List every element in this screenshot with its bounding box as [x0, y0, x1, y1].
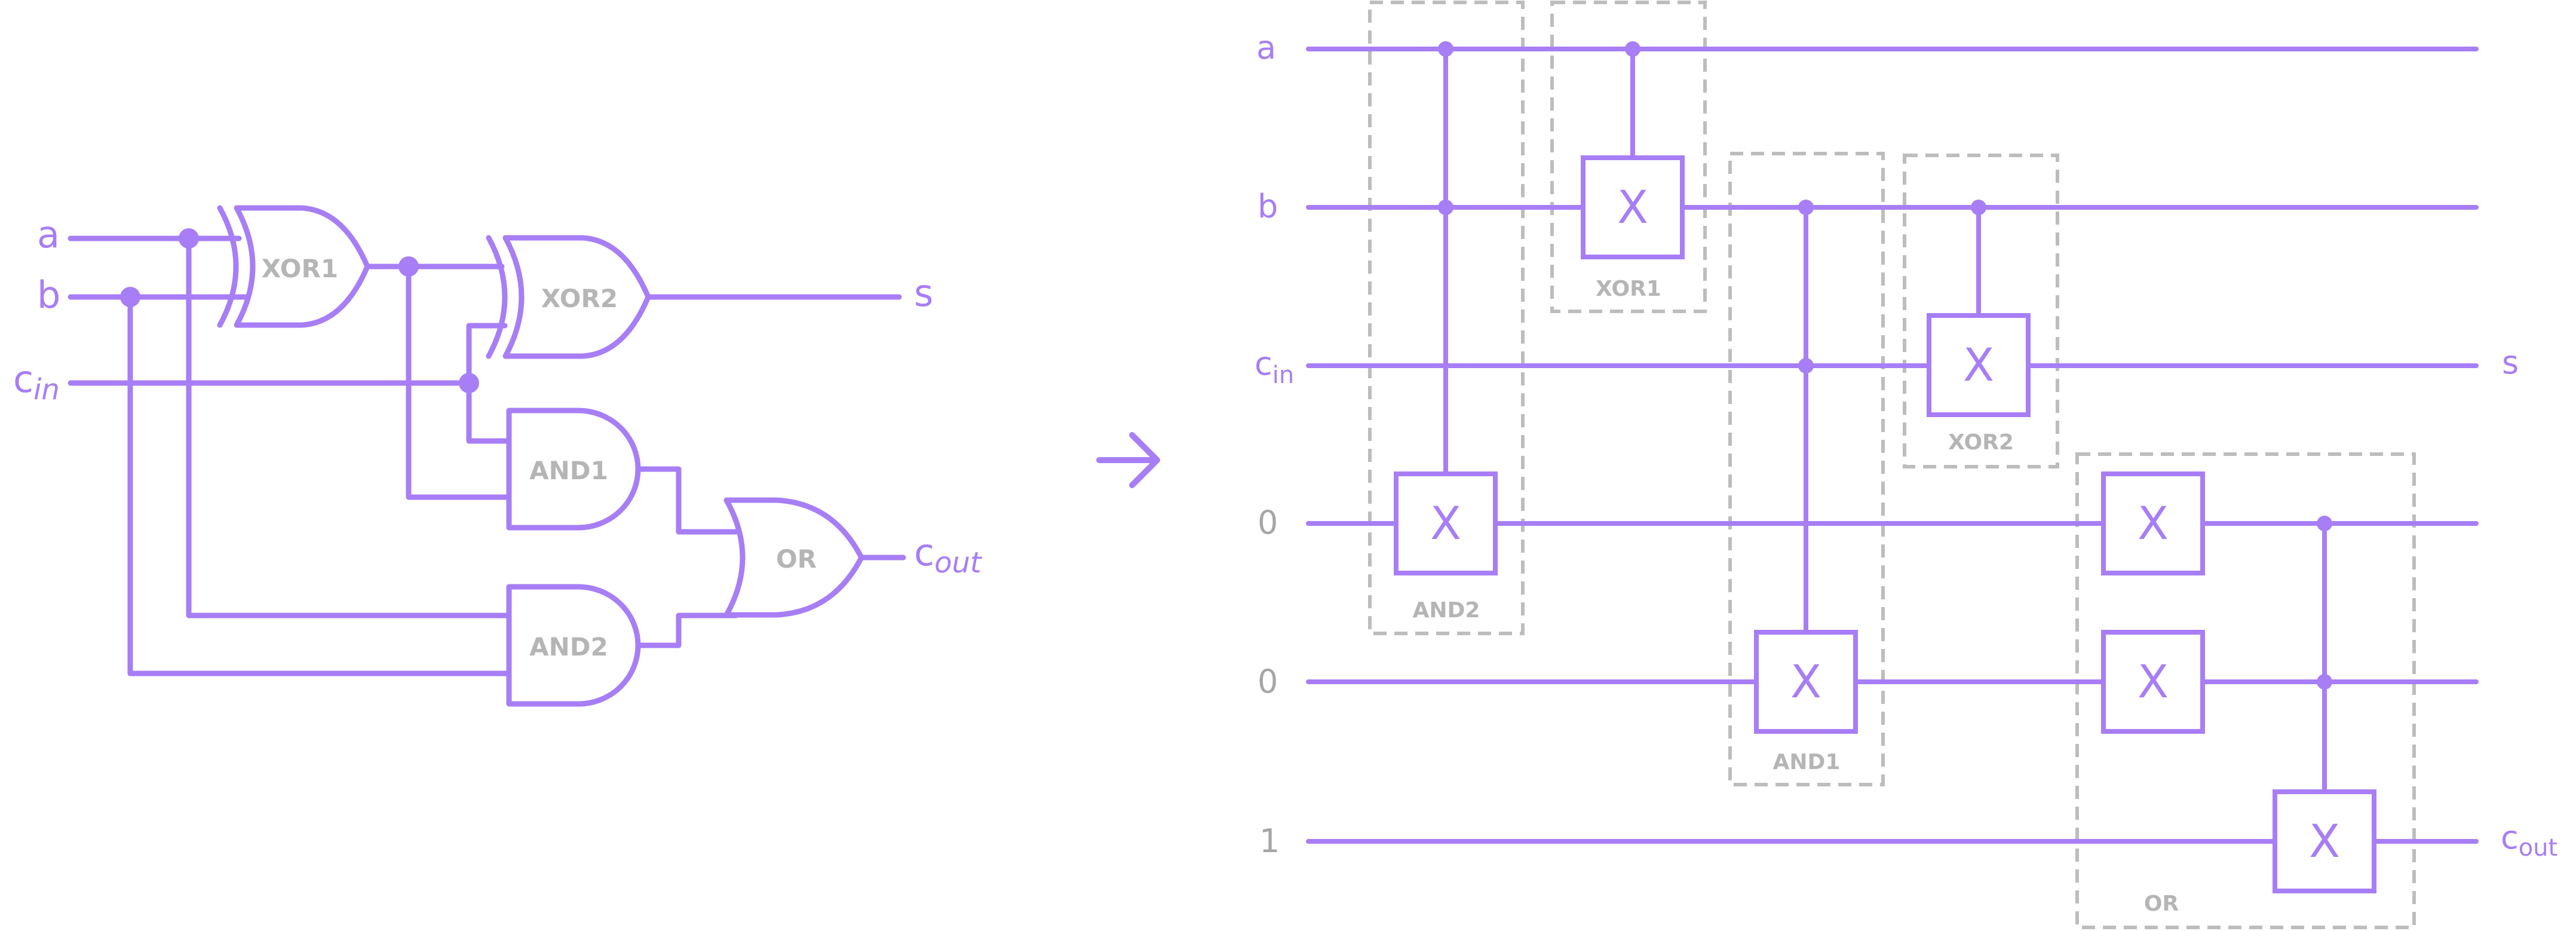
quantum-group-boxes	[1368, 1, 2416, 929]
cout-base: c	[914, 531, 934, 574]
quantum-x-gates	[1394, 155, 2376, 893]
x-gate-xor1	[1581, 155, 1685, 259]
quantum-wires	[1306, 47, 2479, 844]
control-dot	[2317, 516, 2332, 531]
group-label-and1: AND1	[1773, 750, 1841, 774]
qoutput-s: s	[2502, 344, 2519, 381]
x-symbol: X	[2138, 497, 2169, 550]
classical-io-labels: a b cin s cout	[13, 213, 983, 580]
and1-gate	[506, 408, 641, 531]
x-gate-or-zero2	[2101, 630, 2205, 734]
quantum-group-labels: AND2 XOR1 AND1 XOR2 OR	[1413, 277, 2179, 916]
qcout-base: c	[2501, 819, 2519, 856]
x-gate-and1	[1754, 630, 1858, 734]
x-symbol: X	[1430, 497, 1461, 550]
group-box-and2	[1368, 1, 1525, 635]
input-cin-label: cin	[13, 357, 60, 406]
junction-dot	[179, 228, 199, 249]
and1-label: AND1	[529, 456, 608, 485]
wire-a-to-and2	[186, 235, 512, 618]
wire-b-to-and2	[127, 294, 512, 676]
quantum-x-symbols: X X X X X X X	[1430, 180, 2340, 868]
control-dot	[1798, 200, 1814, 215]
output-cout-label: cout	[914, 531, 983, 580]
xor1-body	[234, 205, 370, 328]
x-gate-or-zero1	[2101, 471, 2205, 575]
classical-gate-labels: XOR1 XOR2 AND1 AND2 OR	[262, 254, 817, 662]
cin-base: c	[13, 357, 33, 401]
x-gate-or-one	[2273, 789, 2376, 893]
cout-sub: out	[934, 546, 983, 580]
group-label-or: OR	[2144, 892, 2179, 916]
junction-dot	[398, 256, 419, 277]
input-b-label: b	[37, 273, 60, 317]
and2-gate	[506, 584, 641, 707]
quantum-control-lines	[1443, 47, 2327, 794]
wire-and2-to-or	[635, 612, 739, 648]
qcout-sub: out	[2519, 834, 2558, 862]
qlabel-b: b	[1258, 188, 1278, 225]
arrow-head	[1129, 432, 1160, 488]
group-label-xor1: XOR1	[1596, 277, 1661, 301]
xor1-back-curve	[217, 205, 239, 328]
qcin-sub: in	[1272, 362, 1294, 389]
qoutput-cout: cout	[2501, 819, 2557, 862]
x-gate-and2	[1394, 471, 1498, 575]
control-dot	[1438, 41, 1453, 57]
quantum-wire-labels: a b cin 0 0 1	[1255, 29, 1294, 860]
wire-cin-to-xor2	[466, 323, 508, 386]
group-box-and1	[1728, 152, 1885, 786]
wire-and1-to-or	[635, 466, 739, 535]
xor2-label: XOR2	[541, 284, 618, 313]
xor1-gate	[217, 205, 370, 328]
classical-wires	[68, 235, 906, 676]
input-a-label: a	[37, 213, 60, 256]
control-dot	[1625, 41, 1640, 57]
qlabel-zero1: 0	[1258, 504, 1278, 541]
x-symbol: X	[2309, 814, 2340, 868]
x-symbol: X	[1963, 338, 1994, 391]
classical-circuit	[68, 205, 906, 707]
and2-label: AND2	[529, 632, 608, 662]
xor2-body	[502, 235, 651, 359]
qcin-base: c	[1255, 345, 1272, 382]
junction-dot	[120, 287, 140, 307]
x-symbol: X	[1790, 655, 1821, 708]
output-s-label: s	[914, 271, 933, 315]
xor2-gate	[486, 235, 651, 359]
or-gate	[723, 497, 864, 618]
right-arrow-icon	[1096, 432, 1160, 488]
control-dot	[1971, 200, 1986, 215]
classical-junctions	[120, 228, 479, 393]
quantum-control-dots	[1438, 41, 2332, 690]
xor2-back-curve	[486, 235, 508, 359]
cin-sub: in	[33, 373, 60, 406]
or-label: OR	[776, 544, 817, 574]
qlabel-cin: cin	[1255, 345, 1294, 389]
qlabel-a: a	[1256, 29, 1276, 66]
x-gate-xor2	[1927, 313, 2031, 417]
x-symbol: X	[2138, 655, 2169, 708]
control-dot	[1798, 358, 1814, 373]
group-box-or	[2075, 452, 2416, 929]
wire-xor1-to-and1	[406, 264, 512, 500]
wire-cin-to-and1	[466, 380, 512, 444]
qlabel-zero2: 0	[1258, 663, 1278, 700]
quantum-output-labels: s cout	[2501, 344, 2557, 862]
xor1-label: XOR1	[262, 254, 338, 283]
control-dot	[2317, 674, 2332, 690]
group-label-xor2: XOR2	[1948, 430, 2014, 455]
junction-dot	[459, 373, 479, 393]
control-dot	[1438, 200, 1453, 215]
group-label-and2: AND2	[1413, 598, 1480, 623]
x-symbol: X	[1617, 180, 1648, 234]
qlabel-one: 1	[1259, 822, 1280, 860]
